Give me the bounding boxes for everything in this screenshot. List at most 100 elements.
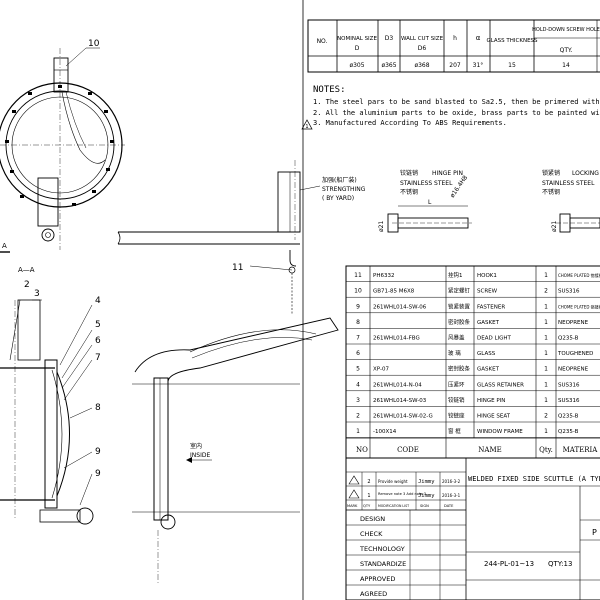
- strength-en1: STRENGTHING: [322, 186, 366, 193]
- spec-table: NO. NOMINAL SIZE D D3 WALL CUT SIZE D6 h…: [307, 19, 600, 73]
- balloon-10: 10: [88, 39, 100, 49]
- balloon-4: 5: [95, 320, 101, 330]
- part-no: 1: [356, 428, 360, 435]
- rev-desc-2: Provide weight: [378, 479, 408, 484]
- part-code: 261WHL014-SW-06: [373, 304, 427, 310]
- signoff-row: CHECK: [346, 530, 466, 541]
- part-material: NEOPRENE: [558, 367, 589, 373]
- part-code: 261WHL014-SW-03: [373, 398, 427, 404]
- hdr-wall-cut: WALL CUT SIZE: [401, 36, 444, 42]
- part-no: 10: [354, 288, 362, 295]
- signoff-row: STANDARDIZE: [346, 560, 466, 571]
- parts-hdr-no: NO: [356, 446, 368, 454]
- part-no: 7: [356, 335, 360, 342]
- balloon-6: 7: [95, 353, 101, 363]
- part-name-cn: 密封胶条: [448, 318, 471, 326]
- hdr-d3: D3: [385, 35, 394, 42]
- val-d3: ø365: [381, 62, 396, 69]
- signoff-row: DESIGN: [346, 515, 466, 526]
- rev-by-1: Jimmy: [418, 493, 435, 499]
- signoff-role: APPROVED: [360, 575, 395, 583]
- hdr-glass: GLASS THICKNESS: [486, 38, 538, 44]
- hdr-h: h: [453, 35, 457, 42]
- part-material: NEOPRENE: [558, 320, 589, 326]
- part-code: PH6332: [373, 273, 394, 279]
- balloon-8: 9: [95, 447, 101, 457]
- side-view-open: 11 室内 INSIDE: [132, 250, 339, 585]
- part-name: HINGE SEAT: [477, 414, 511, 420]
- part-material: Q235-B: [558, 414, 579, 420]
- part-name-cn: 铰链销: [448, 396, 465, 404]
- part-material: SUS316: [558, 289, 580, 295]
- drawing-number: 244-PL-01~13: [484, 560, 534, 568]
- rev-triangle-icon-2: [348, 475, 360, 485]
- part-name: WINDOW FRAME: [477, 429, 523, 435]
- note-marker: 1: [305, 124, 308, 130]
- signoff-role: TECHNOLOGY: [359, 545, 405, 553]
- parts-hdr-name: NAME: [478, 446, 501, 454]
- part-qty: 1: [544, 319, 548, 326]
- hinge-pin-material-cn: 不锈钢: [400, 188, 418, 196]
- part-no: 2: [356, 413, 360, 420]
- rev-desc-1: Remove note 3 Add note 3: [378, 492, 426, 496]
- hdr-hold-down: HOLD-DOWN SCREW HOLE: [532, 27, 600, 33]
- notes-block: NOTES: 1. The steel pars to be sand blas…: [301, 85, 600, 130]
- revision-triangle-icon: [301, 119, 313, 130]
- part-name: GLASS RETAINER: [477, 382, 524, 388]
- part-name: SCREW: [477, 289, 498, 295]
- part-name: GASKET: [477, 320, 500, 326]
- section-view: A—A 3 2 4 5 6 7 8 9 9: [0, 266, 101, 525]
- locking-pin-en: LOCKING: [572, 170, 599, 177]
- hdr-qty: QTY.: [560, 47, 573, 54]
- strengthening-detail: 加强(船厂装) STRENGTHING ( BY YARD): [117, 160, 366, 245]
- bolt-holes: [5, 85, 114, 206]
- part-name: GASKET: [477, 367, 500, 373]
- part-qty: 1: [544, 350, 548, 357]
- part-qty: 1: [544, 303, 548, 310]
- parts-hdr-mat: MATERIA: [563, 446, 599, 454]
- balloon-11: 11: [232, 263, 243, 273]
- part-code: 261WHL014-FBG: [373, 336, 420, 342]
- drawing-qty: QTY:13: [548, 560, 572, 568]
- rev-triangle-icon-1: [348, 489, 360, 499]
- hinge-dim-l: L: [428, 199, 432, 206]
- signoff-row: AGREED: [346, 590, 466, 600]
- balloon-5: 6: [95, 336, 101, 346]
- rev-date-1: 2016-3-1: [442, 493, 461, 498]
- inside-cn: 室内: [190, 442, 202, 450]
- hdr-nominal-sym: D: [355, 45, 360, 52]
- rev-hdr-date: DATE: [444, 504, 454, 508]
- locking-dim-b: ø21: [551, 221, 558, 232]
- rev-hdr-mark: MARK: [347, 504, 358, 508]
- part-no: 6: [356, 350, 360, 357]
- rev-hdr-mod: MODIFICATION LIST: [378, 504, 409, 508]
- note-line-2: 2. All the aluminium parts to be oxide, …: [313, 109, 600, 117]
- strength-cn: 加强(船厂装): [322, 176, 357, 184]
- part-qty: 2: [544, 413, 548, 420]
- rev-mark-2: 2: [367, 479, 370, 485]
- signoff-role: DESIGN: [360, 515, 385, 523]
- part-qty: 1: [544, 272, 548, 279]
- table-row: 2 261WHL014-SW-02-G 铰链座 HINGE SEAT 2 Q235-B: [346, 412, 600, 423]
- rev-mark-1: 1: [367, 493, 370, 499]
- part-code: 261WHL014-SW-02-G: [373, 414, 433, 420]
- part-name-cn: 铰链座: [448, 412, 465, 420]
- part-no: 9: [356, 303, 360, 310]
- hinge-pin-cn: 铰链销: [400, 169, 418, 177]
- val-nominal: ø305: [349, 62, 364, 69]
- part-code: -100X14: [373, 429, 397, 435]
- part-material: SUS316: [558, 398, 580, 404]
- strength-en2: ( BY YARD): [322, 195, 354, 202]
- locking-pin-material-cn: 不锈钢: [542, 188, 560, 196]
- part-name: HOOK1: [477, 273, 497, 279]
- front-view: 10 A: [0, 39, 125, 253]
- part-material: Q235-B: [558, 336, 579, 342]
- part-qty: 1: [544, 428, 548, 435]
